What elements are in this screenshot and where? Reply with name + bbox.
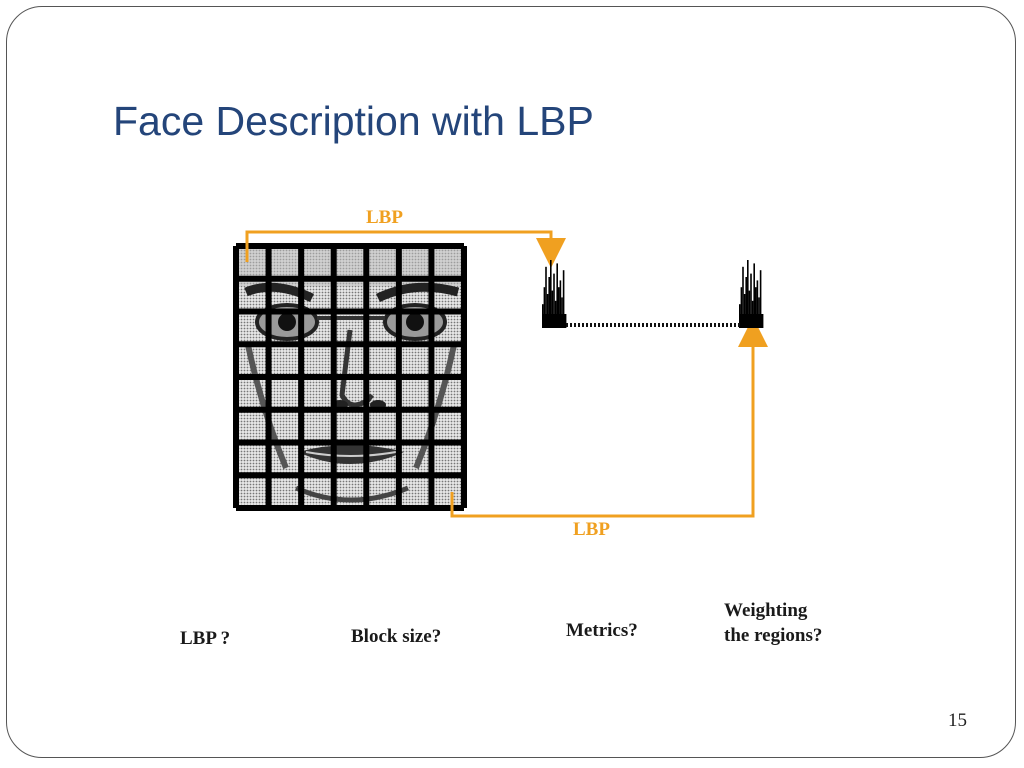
histogram-bar [756, 280, 759, 328]
histogram-bar [742, 266, 744, 328]
top-arrow [245, 230, 566, 268]
histogram-bar [556, 263, 558, 328]
question-weighting-line1: Weighting [724, 600, 808, 621]
histogram-bar [748, 290, 751, 328]
histogram-bar [554, 300, 557, 328]
histogram-last [739, 260, 764, 328]
face-image [233, 243, 467, 511]
histogram-bar [747, 260, 749, 328]
histogram-bar [753, 263, 755, 328]
histogram-bar [562, 270, 565, 328]
page-number: 15 [948, 710, 967, 731]
histogram-bar [550, 260, 552, 328]
question-block-size: Block size? [351, 626, 442, 647]
histogram-bar [750, 273, 752, 328]
bottom-arrow-label: LBP [573, 519, 610, 540]
top-arrow-label: LBP [366, 207, 403, 228]
slide-title: Face Description with LBP [113, 98, 594, 144]
histogram-bar [543, 287, 546, 328]
histogram-bar [551, 290, 554, 328]
histogram-bar [542, 304, 544, 328]
bottom-arrow [450, 317, 768, 518]
histogram-bar [758, 297, 760, 328]
histogram-bar [553, 273, 555, 328]
histogram-bar [745, 277, 747, 328]
face-grid [233, 243, 467, 511]
histogram-bar [759, 270, 762, 328]
question-lbp: LBP ? [180, 628, 231, 649]
histogram-bar [545, 266, 547, 328]
slide-frame [6, 6, 1016, 758]
histogram-bar [548, 277, 550, 328]
histogram-bar [755, 287, 757, 328]
histogram-bar [559, 280, 562, 328]
histogram-bar [743, 294, 746, 328]
histogram-bar [561, 297, 563, 328]
histogram-bar [740, 287, 743, 328]
histogram-bar [546, 294, 549, 328]
histogram-bar [739, 304, 741, 328]
histogram-bar [751, 300, 754, 328]
histogram-first [542, 260, 567, 328]
question-weighting-line2: the regions? [724, 625, 823, 646]
question-metrics: Metrics? [566, 620, 638, 641]
histogram-bar [558, 287, 560, 328]
